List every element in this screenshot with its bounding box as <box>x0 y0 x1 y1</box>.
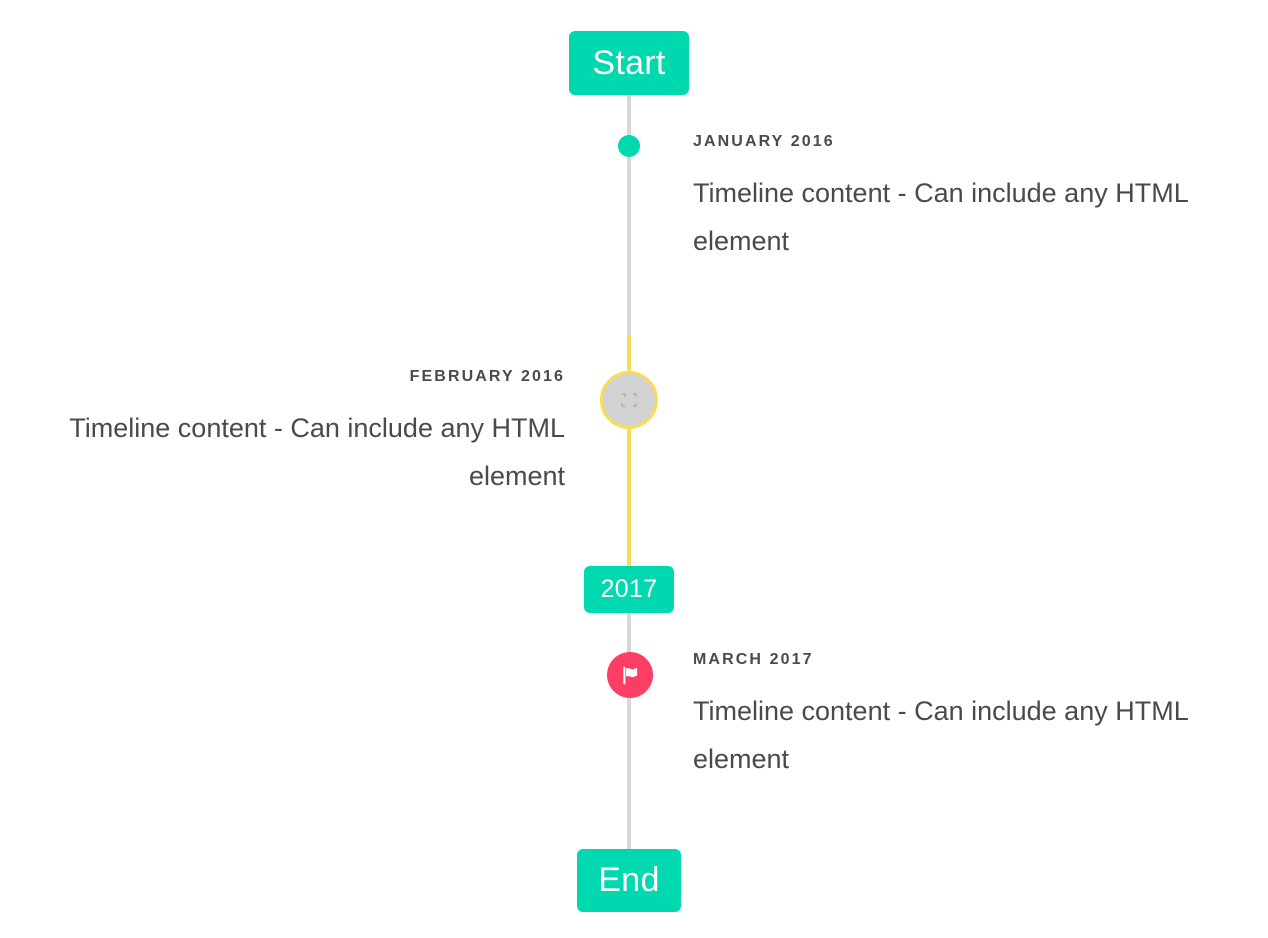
timeline-entry-date: FEBRUARY 2016 <box>409 368 565 385</box>
timeline-entry-january-2016: JANUARY 2016 Timeline content - Can incl… <box>693 133 1223 265</box>
timeline-entry-body: Timeline content - Can include any HTML … <box>693 696 1188 774</box>
timeline-marker-ring-february[interactable] <box>600 371 658 429</box>
timeline-marker-dot-icon-january[interactable] <box>618 135 640 157</box>
timeline-entry-body: Timeline content - Can include any HTML … <box>693 178 1188 256</box>
timeline-line-segment-yellow <box>627 336 631 568</box>
timeline-year-badge[interactable]: 2017 <box>584 566 674 613</box>
timeline-entry-body: Timeline content - Can include any HTML … <box>69 413 565 491</box>
timeline-year-badge-label: 2017 <box>600 575 658 603</box>
timeline-entry-march-2017: MARCH 2017 Timeline content - Can includ… <box>693 651 1223 783</box>
timeline-line-segment-gray-bottom <box>627 607 631 855</box>
timeline-line-segment-gray-top <box>627 86 631 336</box>
timeline-start-badge[interactable]: Start <box>569 31 689 95</box>
flag-icon <box>622 666 637 684</box>
timeline-marker-flag-march[interactable] <box>607 652 653 698</box>
timeline-entry-date: MARCH 2017 <box>693 651 814 668</box>
timeline-entry-date: JANUARY 2016 <box>693 133 835 150</box>
timeline-entry-february-2016: FEBRUARY 2016 Timeline content - Can inc… <box>35 368 565 500</box>
broken-image-icon <box>621 393 637 407</box>
timeline-start-badge-label: Start <box>592 43 666 82</box>
timeline-end-badge[interactable]: End <box>577 849 681 912</box>
timeline-end-badge-label: End <box>598 861 660 899</box>
